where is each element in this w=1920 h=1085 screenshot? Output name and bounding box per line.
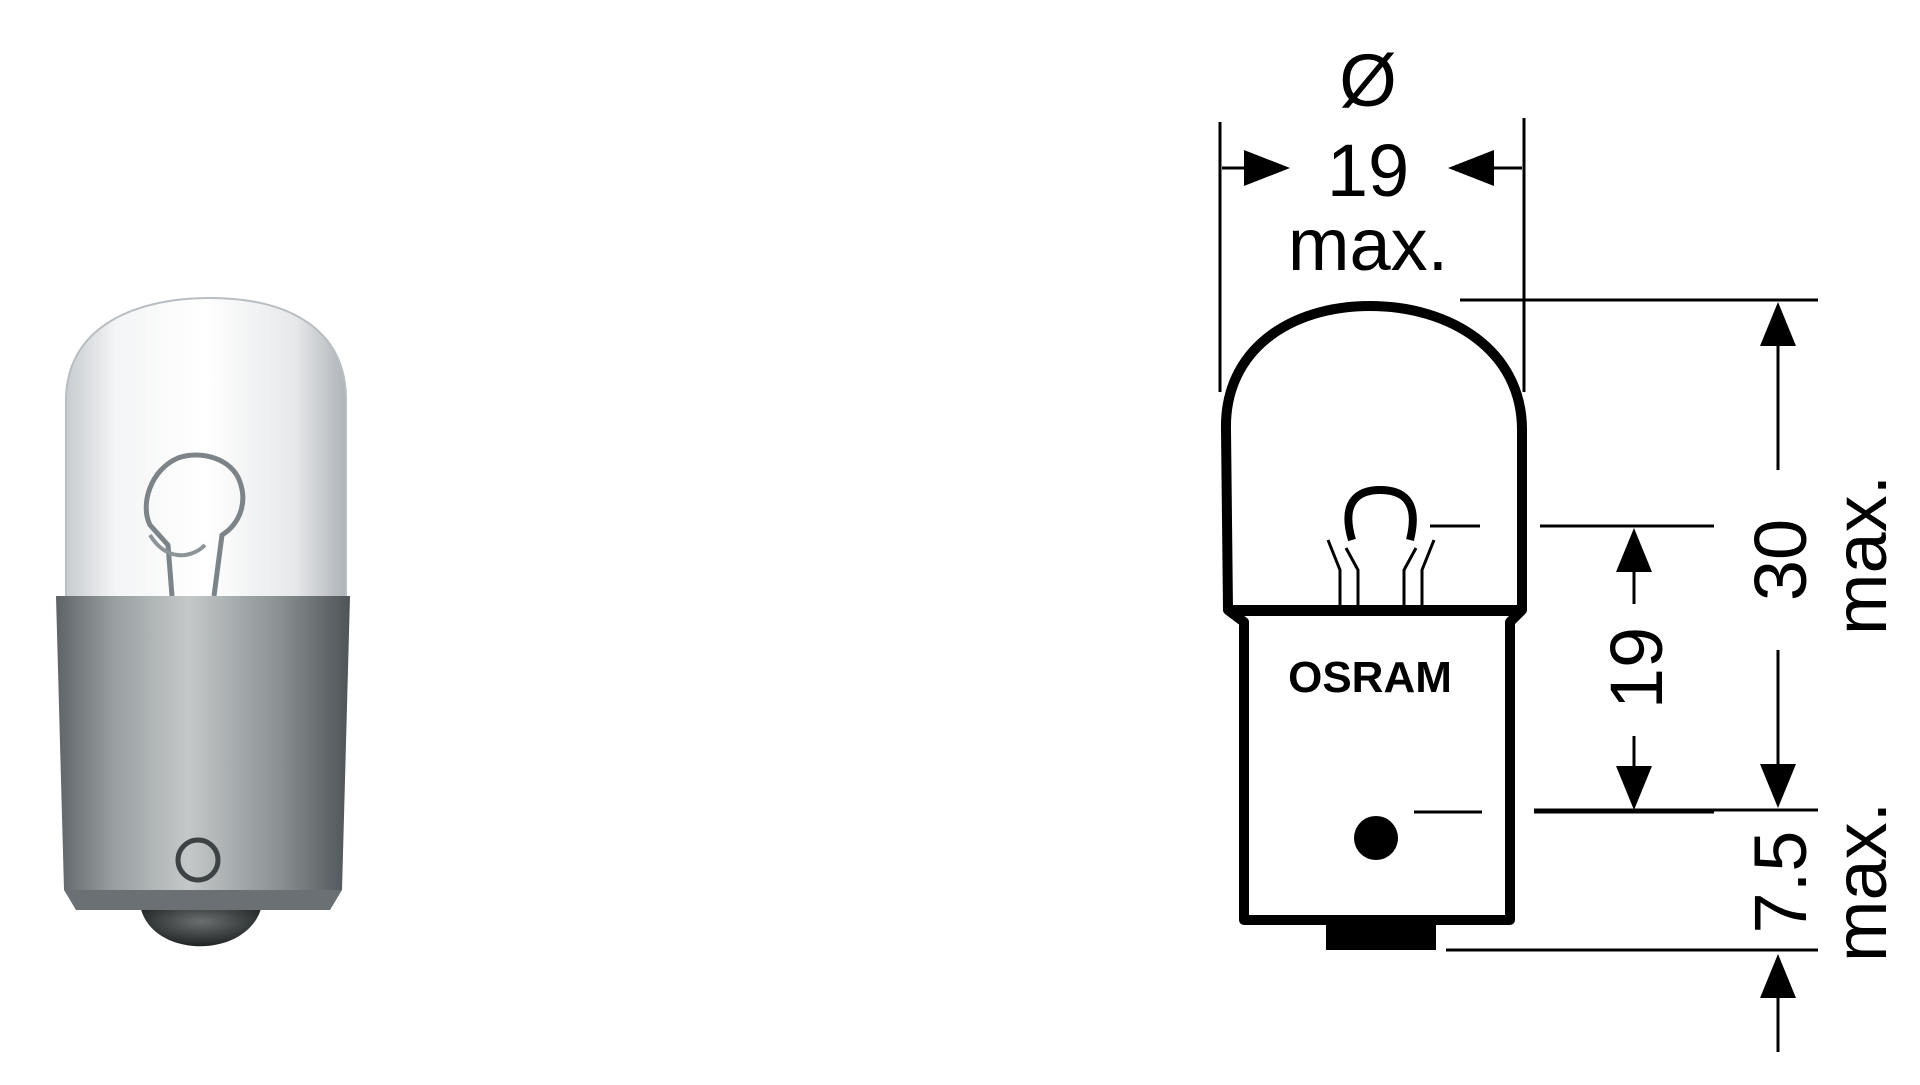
length-arrow-bottom xyxy=(1760,764,1796,808)
protrusion-qualifier: max. xyxy=(1819,802,1902,962)
length-value: 30 xyxy=(1739,519,1822,601)
filament-height-value: 19 xyxy=(1595,627,1678,709)
drawing-filament xyxy=(1344,485,1417,542)
bulb-metal-base xyxy=(56,596,350,890)
drawing-filament-supports xyxy=(1326,539,1436,610)
filament-height-dimension: 19 xyxy=(1414,524,1714,814)
protrusion-value: 7.5 xyxy=(1739,831,1822,934)
diameter-value: 19 xyxy=(1327,129,1409,212)
technical-drawing: OSRAM Ø 19 max. 30 max. xyxy=(1218,39,1902,1052)
bulb-photo xyxy=(56,296,350,947)
brand-label: OSRAM xyxy=(1288,653,1452,702)
diameter-arrow-left xyxy=(1244,150,1290,186)
diameter-arrow-right xyxy=(1448,150,1494,186)
bulb-bayonet-pin xyxy=(175,837,221,883)
bulb-base-rim xyxy=(64,890,342,910)
bulb-filament-wires xyxy=(143,452,246,597)
bulb-glass xyxy=(65,296,347,603)
filament-arrow-top xyxy=(1616,528,1652,572)
drawing-glass-outline xyxy=(1220,301,1527,611)
length-dimension: 30 max. xyxy=(1460,298,1902,812)
base-protrusion-dimension: 7.5 max. xyxy=(1446,802,1902,1052)
diameter-qualifier: max. xyxy=(1288,203,1448,286)
diameter-dimension: Ø 19 max. xyxy=(1218,39,1526,392)
drawing-bottom-contact xyxy=(1326,920,1436,950)
diameter-symbol: Ø xyxy=(1339,39,1397,122)
bulb-bottom-contact xyxy=(140,905,262,947)
drawing-bayonet-pin xyxy=(1354,816,1398,860)
length-arrow-top xyxy=(1760,302,1796,346)
bulb-filament-coil xyxy=(148,533,207,558)
length-qualifier: max. xyxy=(1819,475,1902,635)
protrusion-arrow xyxy=(1760,954,1796,998)
drawing-base-outline xyxy=(1223,605,1527,925)
filament-arrow-bottom xyxy=(1616,766,1652,810)
